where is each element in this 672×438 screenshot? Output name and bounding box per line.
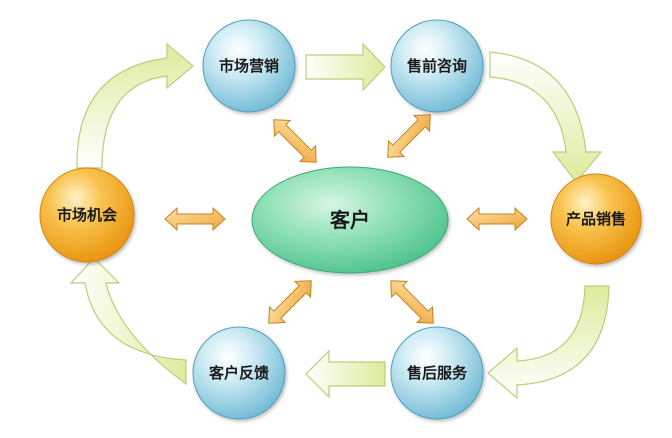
link-arrow-feedback bbox=[268, 280, 312, 324]
node-opportunity: 市场机会 bbox=[39, 167, 135, 263]
node-label-feedback: 客户反馈 bbox=[208, 364, 269, 382]
link-arrow-presales bbox=[387, 114, 431, 158]
link-arrow-opportunity bbox=[164, 206, 226, 232]
node-feedback: 客户反馈 bbox=[192, 326, 286, 420]
node-label-presales: 售前咨询 bbox=[407, 57, 467, 75]
flow-arrows bbox=[69, 42, 610, 400]
node-label-aftersales: 售后服务 bbox=[407, 364, 468, 382]
flow-arrow-opportunity-to-marketing bbox=[76, 42, 194, 169]
flow-arrow-feedback-to-opportunity bbox=[69, 257, 187, 386]
node-label-sales: 产品销售 bbox=[566, 210, 626, 228]
node-label-marketing: 市场营销 bbox=[219, 57, 279, 75]
node-marketing: 市场营销 bbox=[202, 19, 296, 113]
node-presales: 售前咨询 bbox=[390, 19, 484, 113]
flow-arrow-marketing-to-presales bbox=[305, 42, 386, 92]
link-arrow-sales bbox=[466, 206, 528, 232]
flow-arrow-sales-to-aftersales bbox=[487, 285, 610, 400]
node-label-opportunity: 市场机会 bbox=[57, 206, 117, 224]
flow-arrow-presales-to-sales bbox=[489, 51, 603, 183]
link-arrows bbox=[164, 114, 528, 324]
link-arrow-aftersales bbox=[390, 280, 434, 324]
center-label: 客户 bbox=[329, 208, 370, 232]
node-sales: 产品销售 bbox=[550, 173, 642, 265]
link-arrow-marketing bbox=[273, 119, 317, 163]
flow-arrow-aftersales-to-feedback bbox=[305, 349, 386, 399]
center-customer: 客户 bbox=[251, 166, 449, 274]
node-aftersales: 售后服务 bbox=[390, 326, 484, 420]
